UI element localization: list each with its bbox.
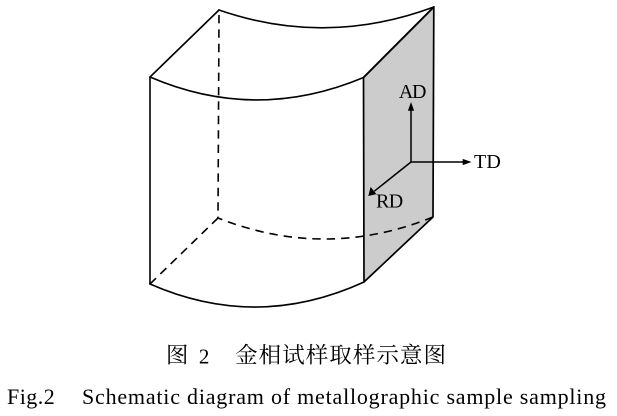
svg-text:Fig.2: Fig.2 xyxy=(7,384,55,409)
svg-text:RD: RD xyxy=(376,191,403,213)
svg-text:AD: AD xyxy=(399,81,427,103)
svg-text:Schematic diagram of metallogr: Schematic diagram of metallographic samp… xyxy=(82,384,606,409)
svg-text:2: 2 xyxy=(199,344,210,368)
svg-text:TD: TD xyxy=(474,151,501,173)
